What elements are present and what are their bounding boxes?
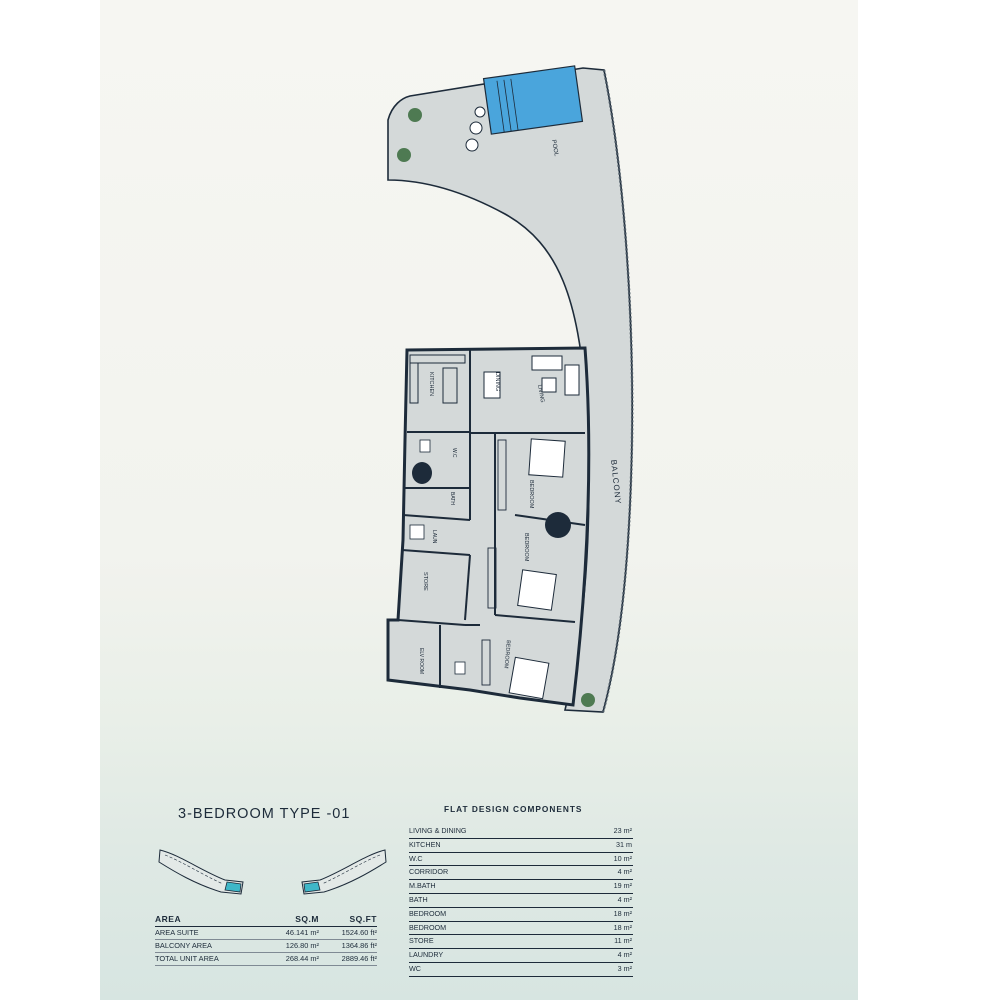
unit-interior — [386, 346, 591, 707]
sqft-header: SQ.FT — [349, 914, 377, 924]
component-area: 4 m² — [617, 950, 632, 960]
elv-room-label: ELV ROOM — [418, 648, 424, 674]
pool — [482, 65, 584, 135]
component-name: KITCHEN — [409, 839, 441, 849]
area-table-header: AREA SQ.M SQ.FT — [155, 914, 377, 927]
row-sqm: 46.141 m² — [285, 928, 319, 937]
plant-icon — [408, 108, 422, 122]
bath-label: BATH — [449, 492, 455, 505]
list-item: BEDROOM 18 m² — [409, 908, 633, 922]
lounge-chair-icon — [474, 106, 486, 118]
row-sqm: 268.44 m² — [285, 954, 319, 963]
building-key-map-left — [158, 849, 244, 895]
list-item: LIVING & DINING 23 m² — [409, 825, 633, 839]
component-area: 18 m² — [613, 922, 632, 932]
plant-icon — [397, 148, 411, 162]
component-area: 18 m² — [613, 908, 632, 918]
bedroom-label: BEDROOM — [523, 533, 529, 562]
component-area: 23 m² — [613, 826, 632, 835]
table-row: BALCONY AREA 126.80 m² 1364.86 ft² — [155, 940, 377, 953]
sofa-icon — [531, 355, 563, 371]
sqm-header: SQ.M — [295, 914, 319, 924]
list-item: BATH 4 m² — [409, 894, 633, 908]
wc-label: W.C — [451, 448, 457, 458]
row-sqm: 126.80 m² — [285, 941, 319, 950]
plant-icon — [581, 693, 595, 707]
component-name: LIVING & DINING — [409, 826, 467, 835]
component-name: LAUNDRY — [409, 950, 444, 960]
bathtub-icon — [412, 462, 432, 484]
kitchen-counter — [409, 354, 466, 364]
list-item: WC 3 m² — [409, 963, 633, 977]
area-header: AREA — [155, 914, 182, 924]
wardrobe-hatch — [481, 439, 507, 686]
dining-table — [483, 371, 501, 399]
table-row: AREA SUITE 46.141 m² 1524.60 ft² — [155, 927, 377, 940]
component-area: 4 m² — [617, 894, 632, 904]
interior-walls — [397, 350, 586, 688]
component-area: 31 m — [616, 839, 632, 849]
component-name: BATH — [409, 894, 428, 904]
kitchen-island — [442, 367, 458, 404]
components-table: LIVING & DINING 23 m² KITCHEN 31 m W.C 10 m… — [409, 825, 633, 977]
kitchen-label: KITCHEN — [428, 372, 434, 396]
list-item: CORRIDOR 4 m² — [409, 866, 633, 881]
lounge-chair-icon — [469, 121, 483, 135]
lounge-chair-icon — [465, 138, 479, 152]
component-name: M.BATH — [409, 881, 436, 891]
table-row: TOTAL UNIT AREA 268.44 m² 2889.46 ft² — [155, 953, 377, 966]
laundry-machine — [409, 524, 425, 540]
component-name: WC — [409, 963, 421, 973]
unit-title: 3-BEDROOM TYPE -01 — [178, 806, 351, 822]
bed-icon — [517, 569, 557, 611]
component-area: 3 m² — [617, 963, 632, 973]
toilet-icon — [419, 439, 431, 453]
row-sqft: 1524.60 ft² — [341, 928, 377, 937]
dining-label: DINING — [494, 372, 500, 391]
list-item: STORE 11 m² — [409, 935, 633, 950]
component-name: BEDROOM — [409, 908, 447, 918]
pool-steps — [496, 78, 519, 133]
laundry-label: LAUN — [431, 530, 437, 544]
list-item: KITCHEN 31 m — [409, 839, 633, 853]
list-item: BEDROOM 18 m² — [409, 922, 633, 936]
component-name: BEDROOM — [409, 922, 447, 932]
row-label: TOTAL UNIT AREA — [155, 954, 219, 963]
bedroom-label: BEDROOM — [528, 480, 534, 509]
row-label: BALCONY AREA — [155, 941, 212, 950]
balcony-railing — [601, 69, 634, 713]
toilet-icon — [454, 661, 466, 675]
component-area: 11 m² — [614, 936, 632, 946]
component-name: W.C — [409, 853, 423, 863]
living-label: LIVING — [536, 384, 545, 403]
component-name: CORRIDOR — [409, 867, 449, 877]
coffee-table — [541, 377, 557, 393]
kitchen-counter — [409, 362, 419, 404]
store-label: STORE — [422, 572, 428, 591]
component-name: STORE — [409, 936, 434, 946]
sofa-icon — [564, 364, 580, 396]
list-item: M.BATH 19 m² — [409, 880, 633, 894]
structural-column — [545, 512, 571, 538]
bed-icon — [528, 438, 566, 478]
row-sqft: 1364.86 ft² — [341, 941, 377, 950]
bedroom-label: BEDROOM — [502, 640, 510, 669]
row-label: AREA SUITE — [155, 928, 199, 937]
list-item: LAUNDRY 4 m² — [409, 949, 633, 963]
list-item: W.C 10 m² — [409, 853, 633, 867]
component-area: 4 m² — [617, 867, 632, 877]
building-key-map-right — [301, 849, 387, 895]
bed-icon — [508, 656, 550, 700]
area-table: AREA SQ.M SQ.FT AREA SUITE 46.141 m² 152… — [155, 914, 377, 966]
components-title: FLAT DESIGN COMPONENTS — [444, 804, 583, 814]
pool-label: POOL — [550, 139, 559, 157]
component-area: 10 m² — [613, 853, 632, 863]
component-area: 19 m² — [613, 881, 632, 891]
row-sqft: 2889.46 ft² — [341, 954, 377, 963]
